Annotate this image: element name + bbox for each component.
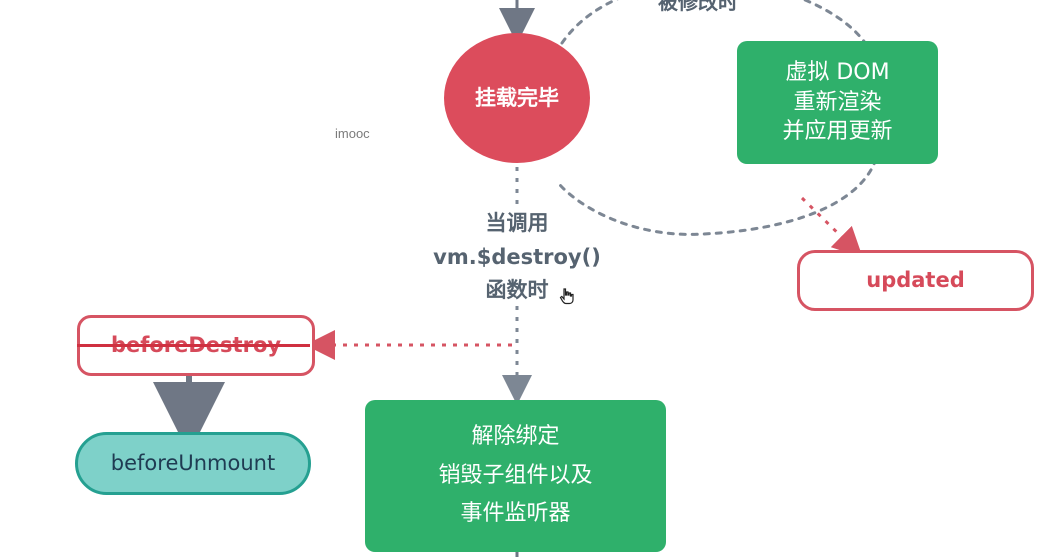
- update-loop-dashed-curve: [558, 0, 878, 236]
- updated-arrow: [800, 196, 863, 258]
- strike-through-line: [77, 344, 310, 347]
- call-line-1: 当调用: [485, 211, 549, 235]
- before-destroy-hook-box: beforeDestroy: [77, 315, 315, 376]
- updated-hook-box: updated: [797, 250, 1034, 311]
- call-line-2: vm.$destroy(): [433, 244, 601, 269]
- top-partial-text: 被修改时: [658, 0, 738, 14]
- mounted-node: 挂载完毕: [444, 33, 590, 163]
- destroy-call-text: 当调用 vm.$destroy() 函数时: [400, 207, 634, 308]
- watermark: imooc: [335, 126, 370, 141]
- cursor-hand-icon: [559, 288, 574, 305]
- destroy-cleanup-box: 解除绑定 销毁子组件以及 事件监听器: [365, 400, 666, 552]
- call-line-3: 函数时: [485, 278, 549, 303]
- before-unmount-hook-box: beforeUnmount: [75, 432, 311, 495]
- virtual-dom-update-box: 虚拟 DOM 重新渲染 并应用更新: [737, 41, 938, 164]
